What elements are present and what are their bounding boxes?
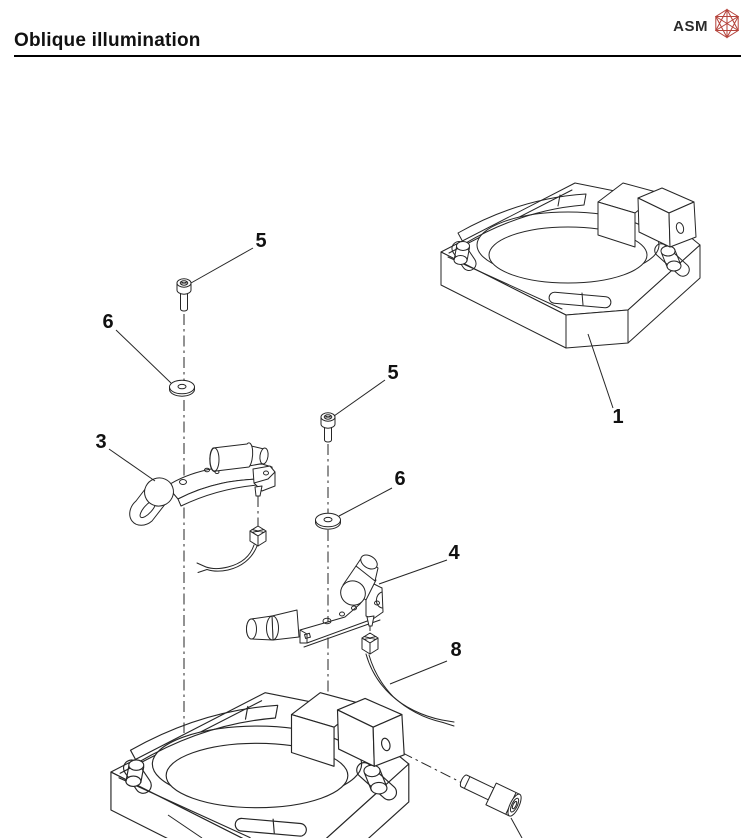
callout-6-right: 6 xyxy=(394,468,405,490)
screw-5-right xyxy=(320,412,336,443)
callout-8: 8 xyxy=(450,639,461,661)
clamp-screw-bottom xyxy=(459,774,522,817)
part-3-lamp-assembly xyxy=(129,442,276,573)
leader-5-right xyxy=(333,379,386,417)
brand-logo: ASM xyxy=(673,8,741,44)
screw-5-left xyxy=(176,278,192,312)
leader-5-left xyxy=(190,247,254,284)
callout-6-left: 6 xyxy=(102,311,113,333)
callout-5-left: 5 xyxy=(255,230,266,252)
washer-6-left xyxy=(169,379,195,397)
part-4-lamp-assembly xyxy=(246,554,455,727)
leader-4 xyxy=(378,559,448,585)
leader-6-left xyxy=(115,329,172,384)
callout-3: 3 xyxy=(95,431,106,453)
part-2-adapter-ring-lower xyxy=(110,692,410,838)
leader-lower-ring xyxy=(167,814,203,838)
leader-3 xyxy=(108,448,156,482)
callout-1: 1 xyxy=(612,406,623,428)
part-8-lamp-cable xyxy=(361,632,455,727)
leader-8 xyxy=(389,660,448,685)
part-1-adapter-ring xyxy=(440,182,701,349)
callout-5-right: 5 xyxy=(387,362,398,384)
title-rule xyxy=(14,55,741,57)
leader-clamp-screw xyxy=(510,817,523,838)
brand-name: ASM xyxy=(673,17,708,35)
leader-6-right xyxy=(338,487,393,517)
page-title: Oblique illumination xyxy=(14,30,201,51)
hexagon-wireframe-icon xyxy=(713,8,741,44)
washer-6-right xyxy=(315,512,341,530)
leader-1 xyxy=(587,333,614,409)
callout-4: 4 xyxy=(448,542,460,564)
